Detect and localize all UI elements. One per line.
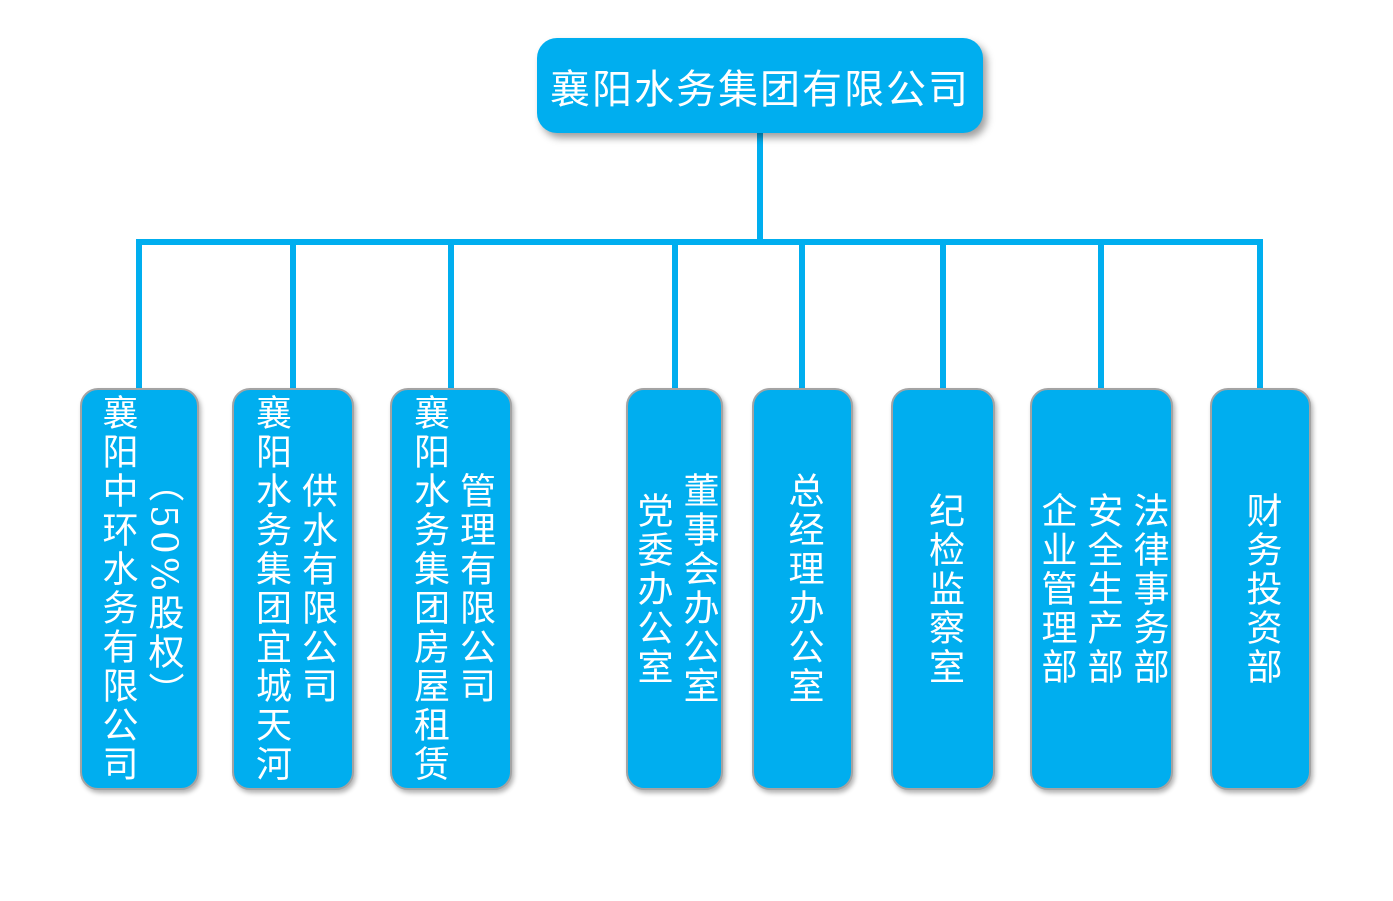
org-node-label: 襄阳水务集团房屋租赁 管理有限公司 <box>408 394 495 784</box>
connector-drop-1 <box>136 239 142 390</box>
org-node-label: 襄阳水务集团宜城天河 供水有限公司 <box>250 394 337 784</box>
org-node-root-label: 襄阳水务集团有限公司 <box>550 66 970 113</box>
org-node-label: 襄阳中环水务有限公司 （50%股权） <box>96 394 184 784</box>
org-node-management-safety-legal-depts: 企业管理部 安全生产部 法律事务部 <box>1030 388 1173 790</box>
org-node-zhonghuan-water: 襄阳中环水务有限公司 （50%股权） <box>80 388 199 790</box>
org-node-yicheng-tianhe-water-supply: 襄阳水务集团宜城天河 供水有限公司 <box>232 388 354 790</box>
org-node-party-committee-board-office: 党委办公室 董事会办公室 <box>626 388 723 790</box>
org-node-finance-investment-dept: 财务投资部 <box>1210 388 1311 790</box>
org-node-housing-rental-management: 襄阳水务集团房屋租赁 管理有限公司 <box>390 388 512 790</box>
connector-drop-3 <box>448 239 454 390</box>
org-node-discipline-inspection-office: 纪检监察室 <box>891 388 995 790</box>
connector-drop-8 <box>1257 239 1263 390</box>
connector-drop-5 <box>799 239 805 390</box>
org-node-label: 党委办公室 董事会办公室 <box>631 472 719 706</box>
connector-drop-4 <box>672 239 678 390</box>
org-node-label: 企业管理部 安全生产部 法律事务部 <box>1035 491 1169 687</box>
org-node-general-manager-office: 总经理办公室 <box>752 388 853 790</box>
org-node-label: 总经理办公室 <box>782 472 824 706</box>
connector-root-stem <box>757 130 763 244</box>
connector-drop-7 <box>1098 239 1104 390</box>
org-node-label: 财务投资部 <box>1240 491 1282 687</box>
org-node-root: 襄阳水务集团有限公司 <box>537 38 983 133</box>
org-node-label: 纪检监察室 <box>923 491 964 687</box>
connector-drop-2 <box>290 239 296 390</box>
connector-bus <box>136 239 1263 245</box>
connector-drop-6 <box>940 239 946 390</box>
